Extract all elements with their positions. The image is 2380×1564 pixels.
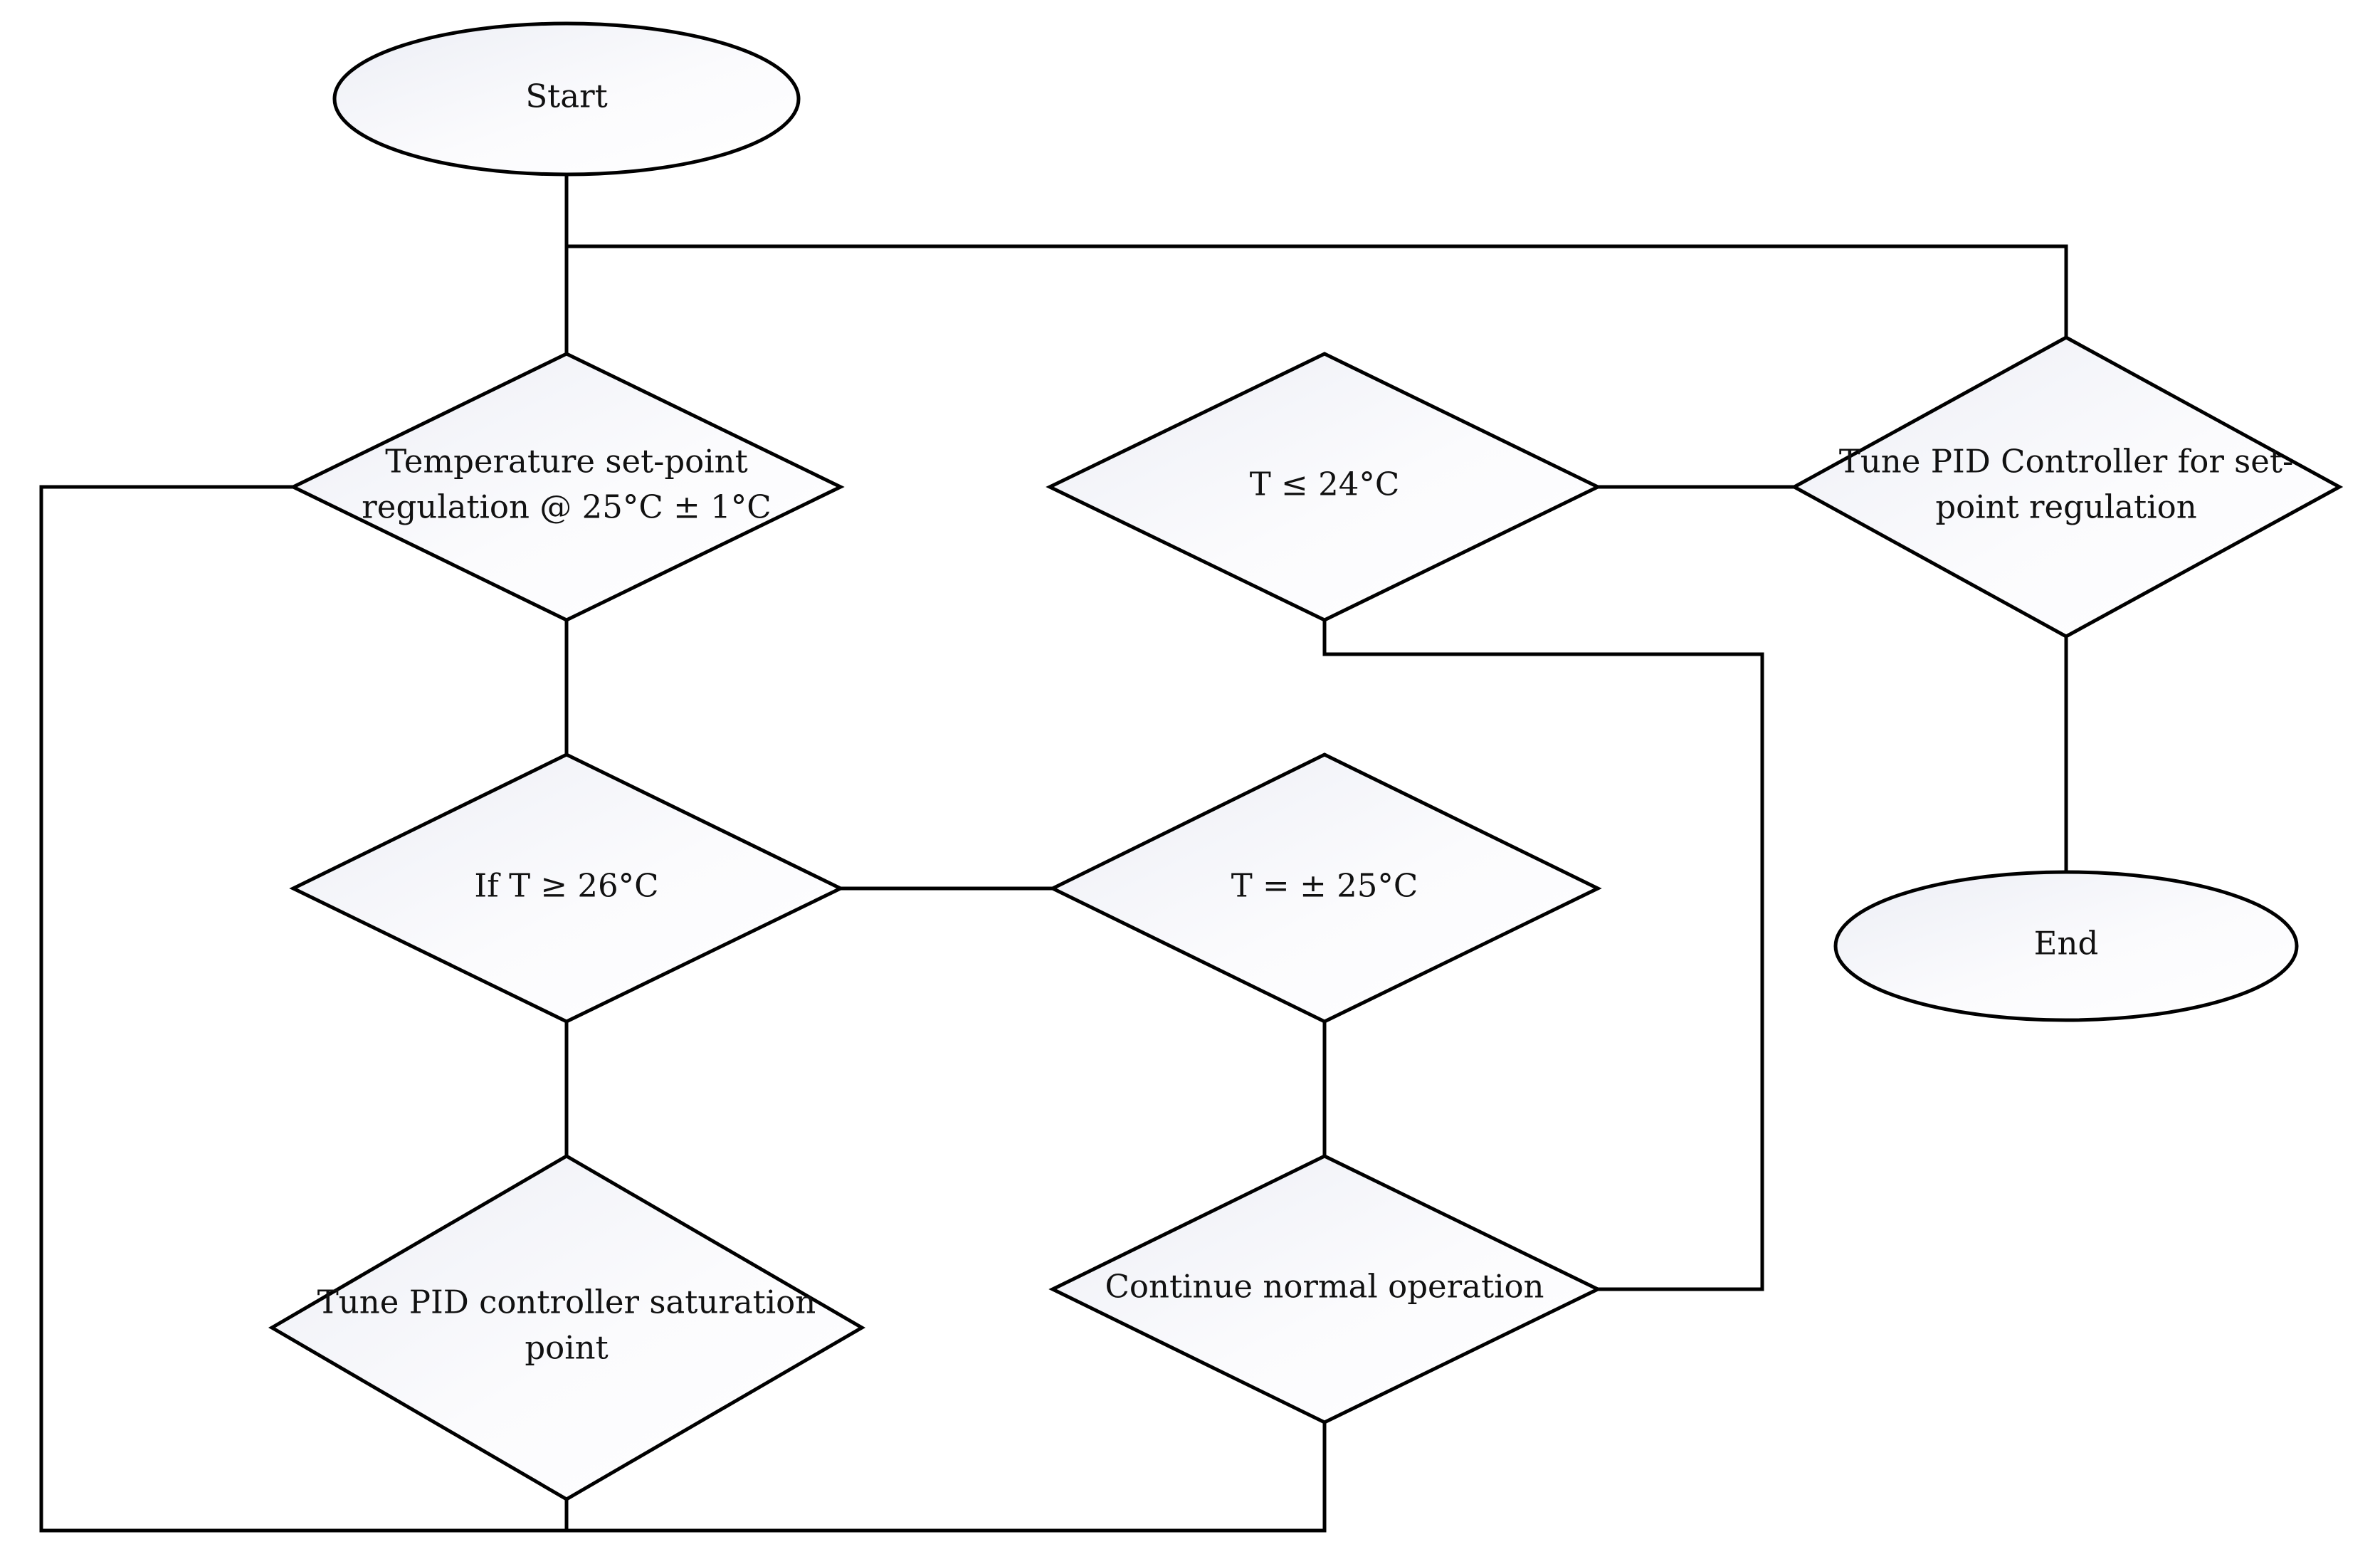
tune-saturation-label-line1: Tune PID controller saturation (317, 1284, 816, 1321)
connectors (39, 174, 2068, 1533)
connector-t-low-to-continue (1322, 620, 1764, 1291)
start-label: Start (525, 78, 607, 115)
tune-setpoint-decision: Tune PID Controller for set- point regul… (1790, 335, 2344, 639)
if-high-temperature-label: If T ≥ 26°C (474, 867, 658, 905)
end-label: End (2034, 925, 2099, 962)
start-node: Start (332, 21, 801, 177)
continue-operation-decision: Continue normal operation (1048, 1154, 1602, 1424)
t-equals-label: T = ± 25°C (1231, 867, 1418, 905)
t-low-decision: T ≤ 24°C (1046, 352, 1602, 622)
connector-feedback-loop (39, 485, 1327, 1533)
t-equals-decision: T = ± 25°C (1048, 752, 1602, 1024)
continue-operation-label: Continue normal operation (1105, 1268, 1544, 1306)
setpoint-regulation-decision: Temperature set-point regulation @ 25°C … (289, 352, 845, 622)
end-node: End (1833, 870, 2299, 1022)
tune-saturation-decision: Tune PID controller saturation point (268, 1154, 865, 1501)
tune-setpoint-label-line2: point regulation (1935, 488, 2196, 526)
setpoint-regulation-label-line1: Temperature set-point (385, 443, 747, 481)
connector-start-to-tune-setpoint (567, 244, 2068, 337)
tune-setpoint-label-line1: Tune PID Controller for set- (1839, 443, 2293, 481)
setpoint-regulation-label-line2: regulation @ 25°C ± 1°C (362, 488, 771, 526)
if-high-temperature-decision: If T ≥ 26°C (289, 752, 845, 1024)
tune-saturation-label-line2: point (525, 1329, 608, 1367)
t-low-label: T ≤ 24°C (1250, 466, 1400, 503)
